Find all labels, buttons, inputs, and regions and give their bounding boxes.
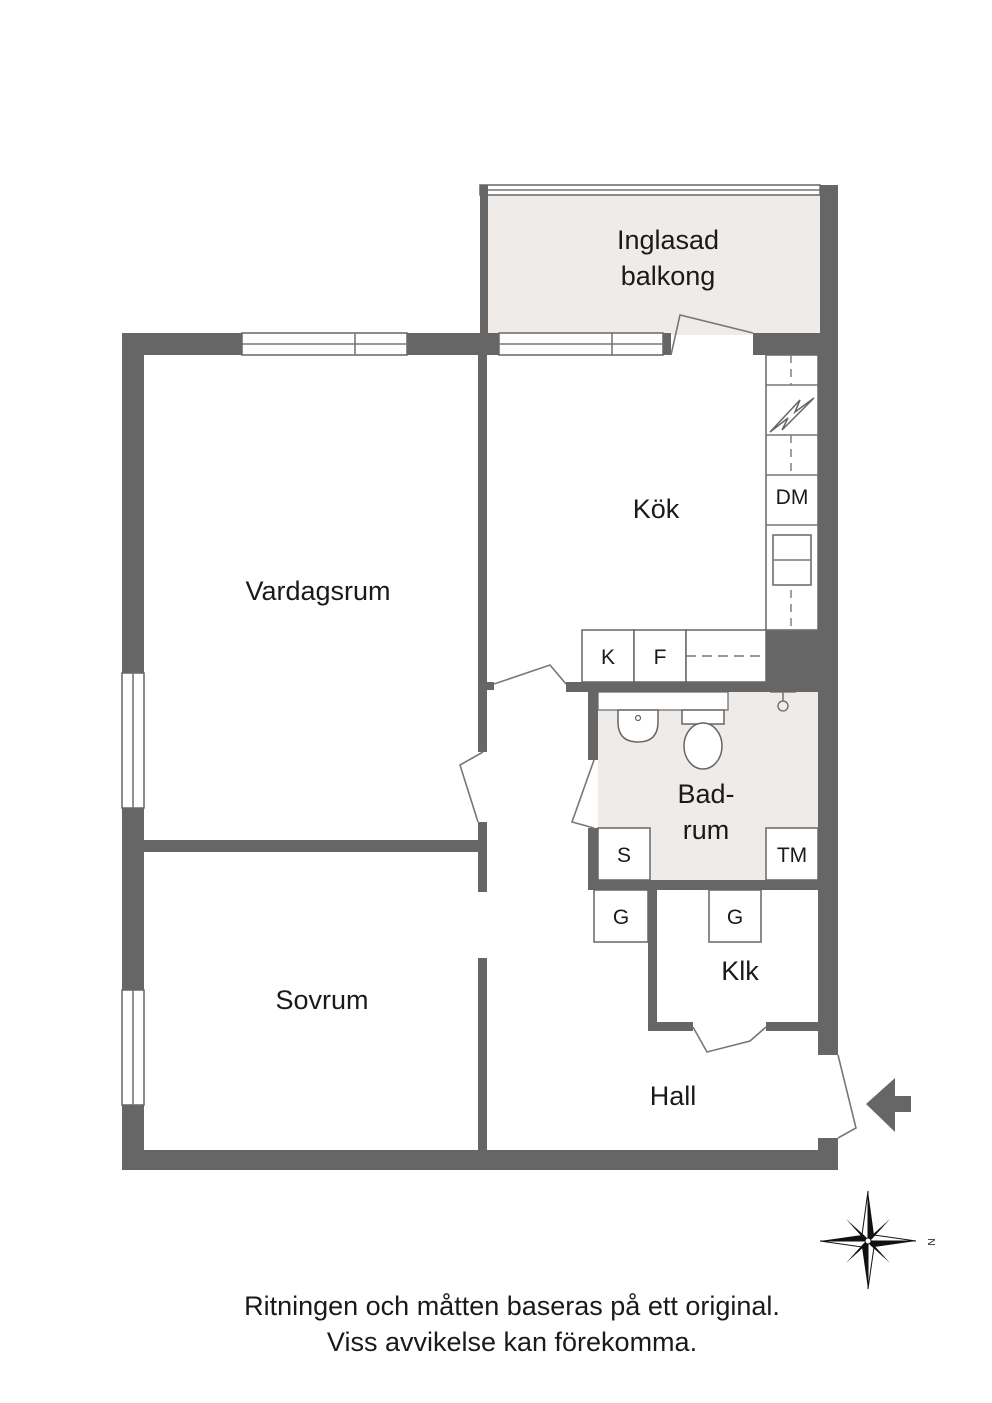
shower-box (597, 827, 651, 881)
top-wall-left (122, 333, 242, 355)
top-wall-kitchen (663, 333, 671, 355)
left-wall-upper (122, 333, 144, 673)
bathroom-counter (597, 691, 729, 711)
wall-bedroom-hall (478, 958, 487, 1150)
caption-line1: Ritningen och måtten baseras på ett orig… (244, 1291, 780, 1321)
balcony-floor (488, 195, 820, 335)
living-room-door (459, 751, 484, 823)
living-room-label: Vardagsrum (245, 576, 390, 606)
wall-kitchen-bathroom (566, 682, 818, 692)
wall-living-kitchen (478, 355, 487, 690)
balcony-glazing (479, 184, 821, 196)
bathroom-wall-left-upper (588, 682, 598, 760)
closet-label: Klk (721, 956, 759, 986)
toilet-icon (681, 709, 725, 770)
closet-wall-bottom-left (648, 1022, 693, 1031)
right-wall-bottom (818, 1138, 838, 1170)
bottom-wall (122, 1150, 838, 1170)
bathroom-label-line1: Bad- (677, 779, 734, 809)
window-living-room (241, 332, 408, 356)
bathroom-door (570, 759, 595, 829)
washing-machine-label: TM (777, 844, 807, 867)
closet-wall-left (648, 890, 657, 1030)
dishwasher-label: DM (776, 486, 809, 509)
top-wall-mid (407, 333, 499, 355)
stove-icon (769, 397, 815, 433)
balcony-left-wall (480, 185, 488, 355)
kitchen-door (493, 664, 567, 685)
hall-label: Hall (650, 1081, 697, 1111)
right-wall (818, 333, 838, 1055)
fridge-freezer-unit (581, 629, 767, 683)
top-wall-right (753, 333, 838, 355)
kitchen-sink-icon (772, 534, 812, 586)
wardrobe-hall-box (593, 889, 649, 943)
wall-living-hall-upper (478, 690, 487, 752)
fridge-label: K (601, 646, 615, 669)
caption-line2: Viss avvikelse kan förekomma. (326, 1327, 698, 1357)
bedroom-label: Sovrum (275, 985, 368, 1015)
freezer-label: F (654, 646, 667, 669)
window-bedroom-side (121, 989, 145, 1106)
window-kitchen (498, 332, 664, 356)
bathroom-wall-bottom (588, 880, 818, 890)
closet-wall-bottom-right (766, 1022, 818, 1031)
wardrobe-closet-box (708, 889, 762, 943)
washing-machine-box (765, 827, 819, 881)
bathroom-wall-left-lower (588, 828, 598, 890)
bathroom-label-line2: rum (683, 815, 730, 845)
wall-stub (478, 682, 494, 690)
wardrobe-hall-label: G (613, 906, 629, 929)
entrance-door (837, 1054, 857, 1139)
wall-living-hall-lower (478, 822, 487, 892)
kitchen-label: Kök (633, 494, 680, 524)
shower-label: S (617, 844, 631, 867)
balcony-right-wall (820, 185, 838, 355)
kitchen-shaft (766, 630, 818, 692)
balcony-label-line2: balkong (621, 261, 716, 291)
wall-living-bedroom (144, 840, 478, 852)
closet-door (692, 1026, 767, 1053)
left-wall-middle (122, 808, 144, 990)
entrance-arrow-icon (866, 1078, 911, 1132)
compass-north-label: N (925, 1238, 936, 1245)
compass-rose-icon (819, 1190, 917, 1290)
window-living-room-side (121, 672, 145, 809)
balcony-door (670, 314, 754, 356)
balcony-label-line1: Inglasad (617, 225, 719, 255)
washbasin-icon (617, 709, 659, 743)
floor-drain-icon (770, 691, 796, 712)
wardrobe-closet-label: G (727, 906, 743, 929)
